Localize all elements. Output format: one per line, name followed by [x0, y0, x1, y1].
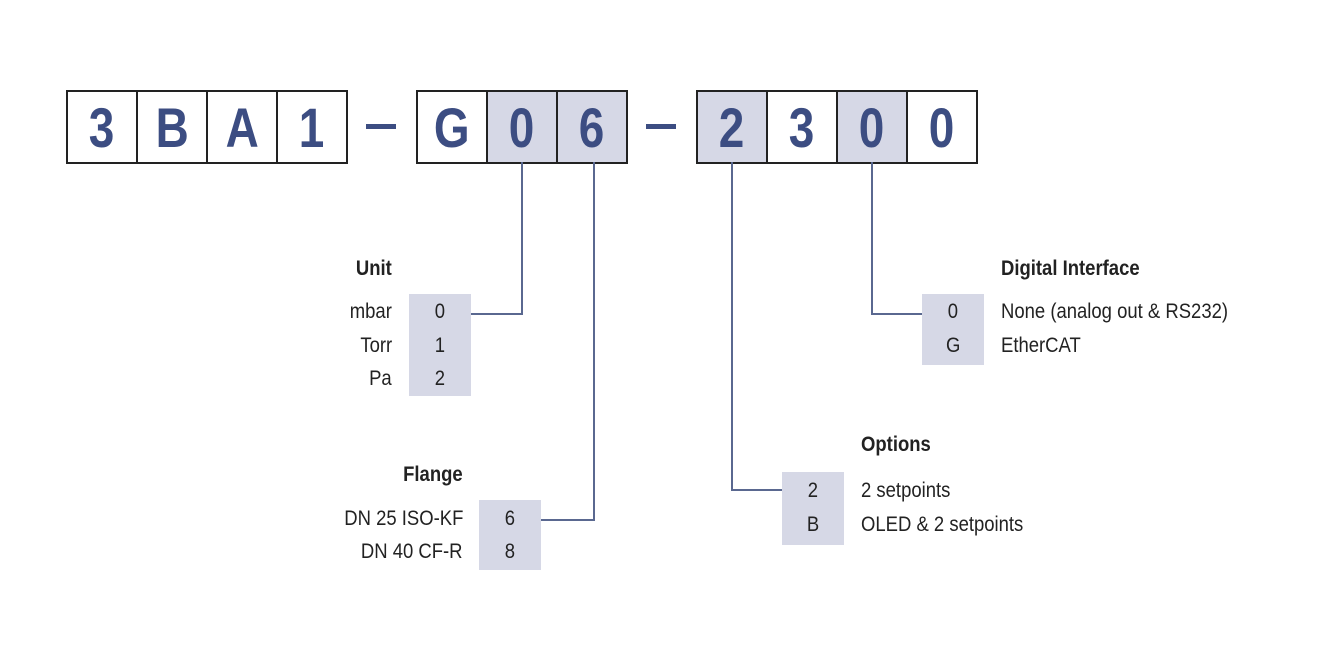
flange-code-box: [479, 500, 541, 570]
digital-code: G: [945, 334, 961, 357]
options-code: 2: [807, 479, 819, 502]
unit-label: Torr: [360, 334, 392, 357]
code-char: A: [208, 92, 278, 162]
connector-digital: [871, 313, 922, 315]
digital-heading: Digital Interface: [1001, 257, 1140, 280]
connector-flange: [593, 162, 595, 521]
options-heading: Options: [861, 433, 931, 456]
digital-code-box: [922, 294, 984, 365]
options-label: 2 setpoints: [861, 479, 951, 502]
connector-digital: [871, 162, 873, 315]
code-char: 3: [68, 92, 138, 162]
code-char: 0: [929, 95, 955, 159]
flange-code: 8: [504, 540, 516, 563]
options-code-box: [782, 472, 844, 545]
code-char-options: 2: [698, 92, 768, 162]
unit-label: Pa: [369, 367, 392, 390]
code-char-digital: 0: [838, 92, 908, 162]
code-char: B: [138, 92, 208, 162]
unit-code: 0: [434, 300, 446, 323]
connector-options: [731, 162, 733, 491]
code-group-2: G 0 6: [416, 90, 628, 164]
connector-options: [731, 489, 782, 491]
code-char-flange: 6: [558, 92, 626, 162]
flange-label: DN 40 CF-R: [361, 540, 463, 563]
options-code: B: [806, 513, 820, 536]
connector-unit: [471, 313, 523, 315]
unit-code-box: [409, 294, 471, 396]
code-char: 3: [768, 92, 838, 162]
connector-flange: [541, 519, 595, 521]
code-char: 1: [299, 95, 325, 159]
flange-label: DN 25 ISO-KF: [343, 507, 463, 530]
flange-heading: Flange: [403, 463, 463, 486]
separator-dash: [646, 124, 676, 129]
connector-unit: [521, 162, 523, 315]
code-group-1: 3 B A 1: [66, 90, 348, 164]
code-char-unit: 0: [488, 92, 558, 162]
digital-code: 0: [947, 300, 959, 323]
unit-code: 2: [434, 367, 446, 390]
code-group-3: 2 3 0 0: [696, 90, 978, 164]
digital-label: None (analog out & RS232): [1001, 300, 1229, 323]
code-char: G: [418, 92, 488, 162]
flange-code: 6: [504, 507, 516, 530]
separator-dash: [366, 124, 396, 129]
options-label: OLED & 2 setpoints: [861, 513, 1024, 536]
unit-heading: Unit: [356, 257, 392, 280]
unit-label: mbar: [349, 300, 392, 323]
digital-label: EtherCAT: [1001, 334, 1081, 357]
unit-code: 1: [434, 334, 446, 357]
